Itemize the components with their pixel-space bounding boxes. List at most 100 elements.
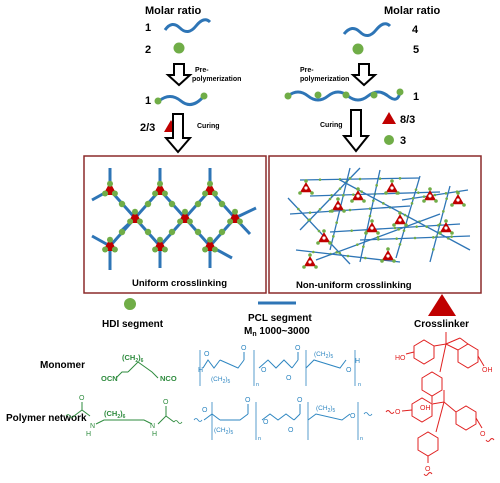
hdi-bead [194,228,202,236]
hdi-bead [392,223,396,227]
svg-text:NCO: NCO [160,374,177,383]
svg-text:H: H [355,358,360,365]
hdi-bead [211,190,218,197]
hdi-bead [456,191,460,195]
hdi-bead [328,241,332,245]
hdi-bead [194,200,202,208]
hdi-bead [410,202,414,205]
svg-text:H: H [198,367,203,374]
hdi-bead [425,225,428,228]
hdi-bead [356,187,360,191]
svg-text:(CH2)5: (CH2)5 [214,427,234,436]
hdi-bead [161,190,168,197]
crosslinker-core [428,194,432,198]
hdi-bead [318,208,322,211]
left-prepolymer-chain [158,94,206,107]
hdi-bead [307,218,310,222]
hdi-bead [350,199,354,203]
hdi-bead [358,177,362,181]
hdi-bead [144,228,152,236]
hdi-bead [447,237,450,240]
hdi-bead [211,246,218,253]
pcl-segment-link [234,206,257,220]
svg-text:OCN: OCN [101,374,118,383]
hdi-bead [377,238,380,241]
svg-text:HO: HO [395,355,406,362]
uniform-panel-border [83,155,267,294]
svg-text:H: H [152,431,157,438]
left-prepolymer-end-bead [200,92,208,100]
svg-text:O: O [245,397,251,404]
hdi-bead [376,231,380,235]
hdi-bead [111,246,118,253]
hdi-bead [445,197,448,200]
hdi-bead [375,184,378,187]
right-prepolymer-bead [342,91,350,99]
svg-text:(CH2)5: (CH2)5 [316,405,336,414]
hdi-bead [434,199,438,203]
hdi-bead [415,225,418,228]
hdi-bead [102,190,109,197]
hdi-bead [356,243,359,246]
right-prepolymer-bead [314,91,322,99]
svg-text:OH: OH [482,367,493,374]
hdi-bead [202,190,209,197]
svg-text:(CH2)5: (CH2)5 [314,351,334,360]
right-arrow-prepolymerization [350,63,378,87]
hdi-bead [352,193,355,196]
hdi-bead [398,211,402,215]
legend-crosslinker-label: Crosslinker [414,319,469,330]
hdi-bead [202,246,209,253]
svg-text:n: n [258,436,261,442]
hdi-bead [168,200,176,208]
left-step1-label-2: polymerization [192,76,241,83]
hdi-bead [177,218,184,225]
hdi-bead [152,246,159,253]
right-hdi-bead-2 [384,135,394,145]
svg-text:O: O [295,345,301,352]
hdi-bead [362,199,366,203]
hdi-bead [136,218,143,225]
hdi-bead [297,207,300,211]
right-ratio-crosslinker: 8/3 [400,114,415,126]
hdi-bead [404,223,408,227]
hdi-bead [102,246,109,253]
legend: HDI segment PCL segment Mn 1000~3000 Cro… [102,294,469,338]
svg-text:O: O [425,466,431,473]
crosslinker-ring [421,371,443,397]
hdi-bead [107,236,113,243]
hdi-bead [236,218,243,225]
hdi-bead [393,226,397,230]
crosslinker-core [356,194,360,198]
hdi-bead [368,207,372,210]
hdi-bead [144,200,152,208]
pcl-network-structure: O (CH2)5 O n O O O (CH2)5 O n [193,397,373,442]
svg-text:H: H [86,431,91,438]
right-step2-label: Curing [320,122,343,129]
hdi-bead [157,236,163,243]
hdi-bead [432,236,435,239]
hdi-bead [317,229,321,233]
svg-text:O: O [163,399,169,406]
svg-text:O: O [288,427,294,434]
right-ratio-prepolymer: 1 [413,91,419,103]
hdi-bead [342,194,345,197]
hdi-bead [207,236,213,243]
hdi-bead [372,199,375,202]
hdi-bead [308,253,312,257]
hdi-bead [218,200,226,208]
crosslinker-core [390,186,394,190]
hdi-bead [462,203,466,207]
crosslinker-ring [411,397,433,423]
hdi-bead [438,231,442,235]
svg-text:O: O [241,345,247,352]
left-ratio-chain: 1 [145,22,151,34]
hdi-bead [433,193,437,197]
uniform-panel-caption: Uniform crosslinking [132,278,227,289]
legend-crosslinker-triangle [428,294,456,316]
hdi-bead [118,200,126,208]
hdi-bead [380,259,384,263]
hdi-bead [207,180,213,187]
hdi-bead [362,245,365,248]
right-arrow-curing [341,109,371,153]
